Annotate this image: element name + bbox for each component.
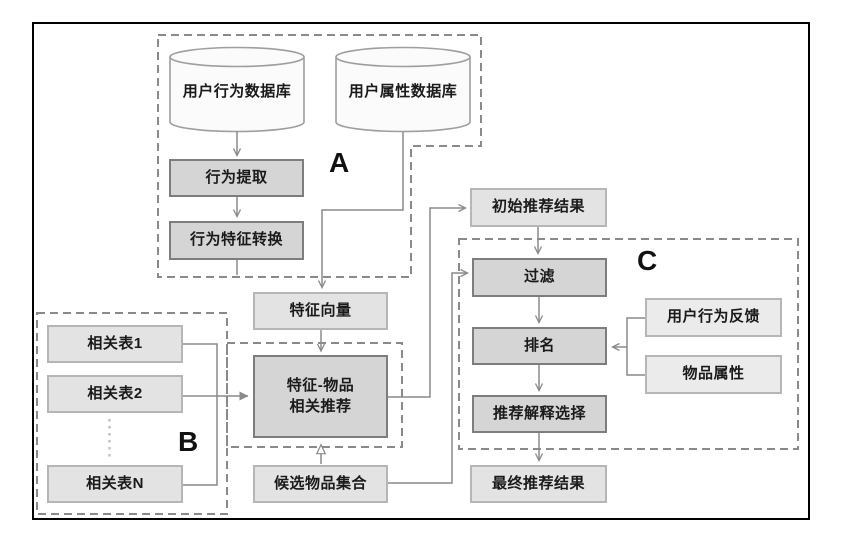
box-filter: 过滤 (472, 258, 607, 297)
user-behavior-db-cylinder (169, 46, 305, 133)
box-related-table-2: 相关表2 (47, 375, 183, 413)
box-related-table-1: 相关表1 (47, 325, 183, 363)
box-ranking: 排名 (472, 327, 607, 365)
box-behavior-extraction: 行为提取 (169, 159, 304, 197)
box-initial-recommend-result: 初始推荐结果 (470, 188, 607, 227)
edge-tables-collector (183, 343, 218, 486)
section-c-region (458, 238, 799, 450)
section-b-region (36, 312, 228, 515)
edge-candidates-to-filter (388, 273, 468, 484)
box-user-behavior-feedback: 用户行为反馈 (645, 298, 782, 337)
feature-item-line1: 特征-物品 (286, 377, 355, 395)
box-feature-vector: 特征向量 (253, 292, 388, 330)
box-final-recommend-result: 最终推荐结果 (470, 465, 607, 503)
box-related-table-n: 相关表N (47, 465, 183, 503)
box-behavior-feature-transform: 行为特征转换 (169, 221, 304, 260)
box-recommend-explain-select: 推荐解释选择 (472, 395, 607, 433)
edge-attributedb-to-featurevector (322, 132, 404, 288)
section-c-label: C (637, 245, 658, 276)
section-a-region (157, 34, 482, 278)
user-attribute-db-cylinder (335, 46, 471, 133)
section-a-label: A (329, 147, 350, 178)
user-behavior-db-label: 用户行为数据库 (182, 82, 292, 100)
box-candidate-item-set: 候选物品集合 (253, 465, 388, 503)
feature-item-region (226, 342, 403, 448)
edge-feedback-bracket (626, 317, 645, 376)
box-item-attribute: 物品属性 (645, 355, 782, 394)
user-attribute-db-label: 用户属性数据库 (348, 82, 458, 100)
section-b-label: B (178, 426, 199, 457)
feature-item-line2: 相关推荐 (289, 397, 352, 415)
box-feature-item-recommend: 特征-物品 相关推荐 (253, 355, 388, 438)
edge-featureitem-to-initialresult (388, 208, 466, 398)
